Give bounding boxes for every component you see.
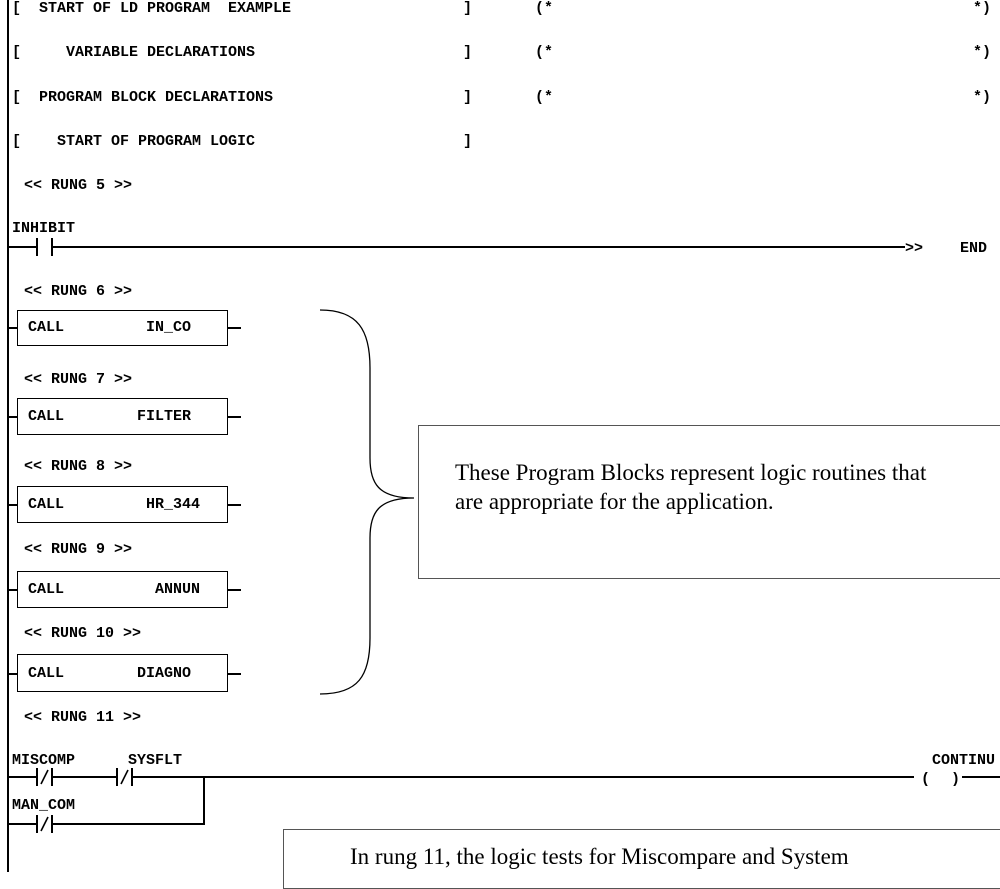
call-keyword: CALL bbox=[28, 319, 65, 336]
call-keyword: CALL bbox=[28, 496, 65, 513]
comment-close: *) bbox=[973, 0, 992, 17]
wire bbox=[9, 504, 17, 506]
wire bbox=[228, 416, 241, 418]
wire bbox=[228, 327, 241, 329]
normally-closed-contact-icon[interactable] bbox=[9, 813, 209, 835]
normally-closed-contact-icon[interactable]: ( ) bbox=[9, 766, 1000, 788]
header-text: [ PROGRAM BLOCK DECLARATIONS bbox=[12, 89, 274, 106]
rung-label-11: << RUNG 11 >> bbox=[24, 709, 142, 726]
call-block-in-co[interactable]: CALL IN_CO bbox=[17, 310, 228, 346]
jump-arrow: >> bbox=[905, 240, 924, 257]
call-block-diagno[interactable]: CALL DIAGNO bbox=[17, 654, 228, 692]
program-blocks-note: These Program Blocks represent logic rou… bbox=[418, 425, 1000, 579]
rung-label-8: << RUNG 8 >> bbox=[24, 458, 133, 475]
contact-label-sysflt: SYSFLT bbox=[128, 752, 183, 769]
header-bracket: ] bbox=[463, 0, 473, 17]
svg-text:): ) bbox=[951, 771, 960, 788]
comment-open: (* bbox=[535, 89, 554, 106]
call-block-filter[interactable]: CALL FILTER bbox=[17, 398, 228, 435]
block-name: ANNUN bbox=[155, 581, 201, 598]
wire bbox=[9, 327, 17, 329]
wire bbox=[9, 416, 17, 418]
header-text: [ VARIABLE DECLARATIONS bbox=[12, 44, 256, 61]
svg-text:(: ( bbox=[921, 771, 930, 788]
note-text: These Program Blocks represent logic rou… bbox=[455, 460, 927, 514]
wire bbox=[9, 673, 17, 675]
rung-label-7: << RUNG 7 >> bbox=[24, 371, 133, 388]
call-keyword: CALL bbox=[28, 581, 65, 598]
header-bracket: ] bbox=[463, 133, 473, 150]
wire bbox=[228, 673, 241, 675]
comment-open: (* bbox=[535, 0, 554, 17]
block-name: IN_CO bbox=[146, 319, 192, 336]
curly-brace-icon bbox=[319, 309, 415, 695]
comment-open: (* bbox=[535, 44, 554, 61]
header-bracket: ] bbox=[463, 89, 473, 106]
wire bbox=[228, 504, 241, 506]
header-text: [ START OF LD PROGRAM EXAMPLE bbox=[12, 0, 292, 17]
block-name: HR_344 bbox=[146, 496, 201, 513]
rung-label-5: << RUNG 5 >> bbox=[24, 177, 133, 194]
block-name: DIAGNO bbox=[137, 665, 192, 682]
jump-target-end: END bbox=[960, 240, 988, 257]
contact-label-man-com: MAN_COM bbox=[12, 797, 76, 814]
rung11-note: In rung 11, the logic tests for Miscompa… bbox=[283, 829, 1000, 889]
header-bracket: ] bbox=[463, 44, 473, 61]
coil-label-continu: CONTINU bbox=[932, 752, 996, 769]
call-block-annun[interactable]: CALL ANNUN bbox=[17, 571, 228, 608]
header-text: [ START OF PROGRAM LOGIC bbox=[12, 133, 256, 150]
rung-label-10: << RUNG 10 >> bbox=[24, 625, 142, 642]
contact-label-inhibit: INHIBIT bbox=[12, 220, 76, 237]
left-power-rail bbox=[7, 0, 9, 872]
call-block-hr-344[interactable]: CALL HR_344 bbox=[17, 486, 228, 523]
comment-close: *) bbox=[973, 44, 992, 61]
rung-label-6: << RUNG 6 >> bbox=[24, 283, 133, 300]
call-keyword: CALL bbox=[28, 408, 65, 425]
note-text: In rung 11, the logic tests for Miscompa… bbox=[350, 844, 849, 869]
contact-label-miscomp: MISCOMP bbox=[12, 752, 76, 769]
block-name: FILTER bbox=[137, 408, 192, 425]
wire bbox=[228, 589, 241, 591]
wire bbox=[9, 589, 17, 591]
branch-wire bbox=[203, 777, 205, 824]
rung-label-9: << RUNG 9 >> bbox=[24, 541, 133, 558]
call-keyword: CALL bbox=[28, 665, 65, 682]
comment-close: *) bbox=[973, 89, 992, 106]
normally-open-contact-icon[interactable] bbox=[9, 236, 909, 258]
